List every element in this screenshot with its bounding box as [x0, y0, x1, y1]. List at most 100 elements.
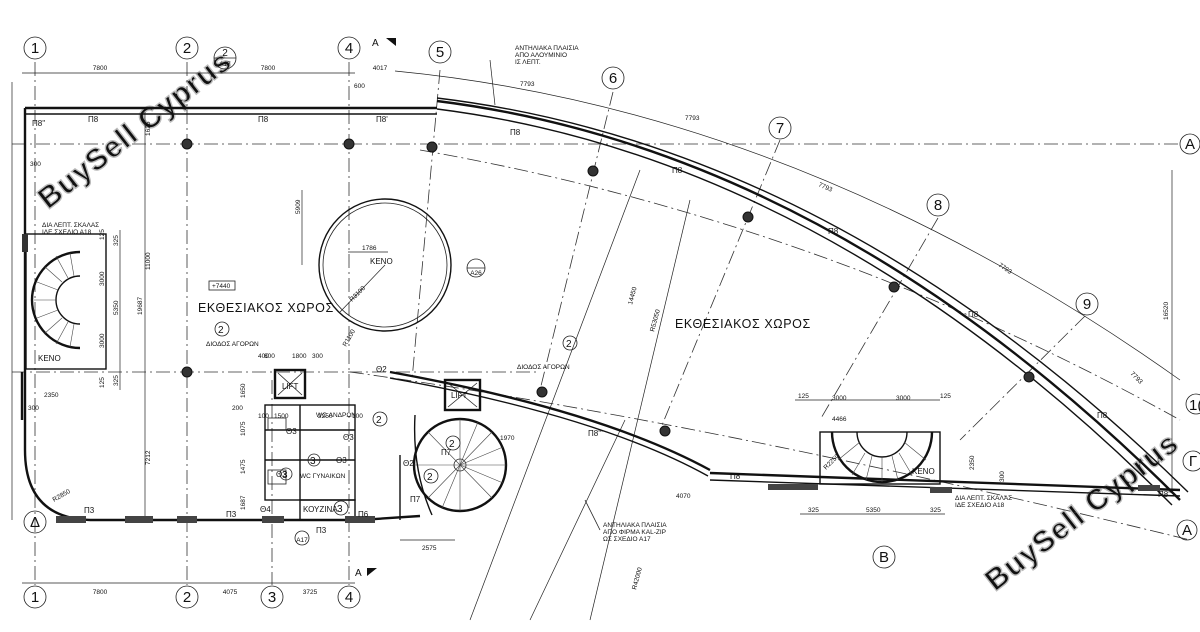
annotations: ΑΝΤΗΛΙΑΚΑ ΠΛΑΙΣΙΑ ΑΠΟ ΑΛΟΥΜΙΝΙΟ ΙΣ ΛΕΠΤ.…	[42, 45, 1012, 543]
grid-bubble-delta: Δ	[23, 510, 47, 534]
svg-text:Π8''': Π8'''	[730, 472, 745, 481]
svg-text:Π8: Π8	[828, 227, 839, 236]
svg-text:7212: 7212	[145, 450, 152, 465]
svg-text:3000: 3000	[99, 333, 106, 348]
svg-text:100: 100	[258, 413, 269, 420]
svg-text:1475: 1475	[240, 459, 247, 474]
grid-bubble-2-top: 2	[175, 36, 199, 60]
svg-text:325: 325	[808, 507, 819, 514]
svg-text:Α17: Α17	[296, 537, 308, 544]
svg-text:2: 2	[183, 589, 191, 606]
dimension-lines	[11, 59, 1181, 621]
level-mark: +7440	[212, 283, 231, 290]
svg-text:1970: 1970	[500, 435, 515, 442]
svg-text:4070: 4070	[676, 493, 691, 500]
svg-text:7: 7	[776, 120, 784, 137]
grid-bubble-8: 8	[926, 193, 950, 217]
svg-text:1650: 1650	[240, 383, 247, 398]
svg-text:Θ3: Θ3	[343, 433, 354, 442]
spiral-stair	[399, 414, 508, 520]
svg-text:Π8''': Π8'''	[588, 429, 603, 438]
svg-text:3000: 3000	[832, 395, 847, 402]
grid-bubble-B: B	[872, 545, 896, 569]
svg-text:3725: 3725	[303, 589, 318, 596]
svg-text:2: 2	[218, 325, 224, 336]
svg-text:3: 3	[337, 504, 343, 515]
svg-text:BuySell Cyprus: BuySell Cyprus	[32, 44, 238, 215]
grid-bubble-7: 7	[768, 116, 792, 140]
grid-bubble-9: 9	[1075, 292, 1099, 316]
svg-text:Γ: Γ	[1189, 453, 1197, 470]
svg-text:Π8: Π8	[88, 115, 99, 124]
svg-text:8: 8	[934, 197, 942, 214]
watermark-left: BuySell Cyprus	[31, 44, 238, 217]
right-stair	[819, 431, 941, 485]
svg-text:Θ3: Θ3	[276, 470, 287, 479]
kitchen-label: ΚΟΥΖΙΝΑ	[303, 505, 338, 514]
void-label-left-stair: ΚΕΝΟ	[38, 354, 61, 363]
svg-text:ΙΔΕ ΣΧΕΔΙΟ Α18: ΙΔΕ ΣΧΕΔΙΟ Α18	[42, 229, 92, 236]
svg-text:Δ: Δ	[30, 514, 40, 531]
svg-text:7793: 7793	[520, 81, 535, 88]
lift-label-right: LIFT	[451, 391, 468, 400]
svg-text:19687: 19687	[137, 297, 144, 315]
svg-text:325: 325	[930, 507, 941, 514]
svg-text:600: 600	[354, 83, 365, 90]
grid-bubble-4-bottom: 4	[337, 585, 361, 609]
svg-text:B: B	[879, 549, 889, 566]
svg-text:3000: 3000	[896, 395, 911, 402]
svg-text:4: 4	[345, 40, 353, 57]
svg-text:3: 3	[310, 456, 316, 467]
panel-codes: Π8'' Π8 Π8 Π8' Π8 Π8 Π8 Π8 Π8 Π8''' Π8''…	[32, 115, 1172, 535]
svg-text:2: 2	[449, 439, 455, 450]
section-mark-top: A	[372, 38, 379, 49]
void-circle	[318, 198, 452, 332]
svg-text:Π7: Π7	[410, 495, 421, 504]
svg-text:7800: 7800	[261, 65, 276, 72]
svg-text:Π8: Π8	[968, 310, 979, 319]
svg-text:300: 300	[28, 405, 39, 412]
void-label-circle: ΚΕΝΟ	[370, 257, 393, 266]
svg-text:100: 100	[352, 413, 363, 420]
svg-text:125: 125	[940, 393, 951, 400]
svg-text:ΑΠΟ ΑΛΟΥΜΙΝΙΟ: ΑΠΟ ΑΛΟΥΜΙΝΙΟ	[515, 52, 567, 59]
grid-bubble-10-partial: 1(	[1185, 393, 1200, 415]
void-label-right-stair: ΚΕΝΟ	[912, 467, 935, 476]
svg-text:R2850: R2850	[52, 488, 72, 504]
svg-text:R53050: R53050	[649, 308, 662, 332]
svg-text:4: 4	[345, 589, 353, 606]
grid-bubble-4-top: 4	[337, 36, 361, 60]
grid-bubble-3-bottom: 3	[260, 585, 284, 609]
svg-text:Θ2: Θ2	[376, 365, 387, 374]
svg-text:300: 300	[312, 353, 323, 360]
svg-text:3: 3	[268, 589, 276, 606]
grid-bubbles: 1 2 4 5 6 7 8 9 A A B Δ Γ 1( 1 2 3 4	[23, 36, 1200, 609]
escape-label-left: ΔΙΟΔΟΣ ΑΓΟΡΩΝ	[206, 341, 259, 348]
section-markers: A A	[355, 38, 396, 579]
grid-bubble-1-bottom: 1	[23, 585, 47, 609]
svg-text:5: 5	[436, 44, 444, 61]
svg-text:2: 2	[376, 415, 382, 426]
svg-text:Π8'': Π8''	[32, 119, 46, 128]
svg-text:2: 2	[427, 472, 433, 483]
svg-text:ΩΣ ΣΧΕΔΙΟ Α17: ΩΣ ΣΧΕΔΙΟ Α17	[603, 536, 651, 543]
svg-text:R1100: R1100	[342, 328, 358, 348]
svg-text:2250: 2250	[318, 413, 333, 420]
svg-text:7793: 7793	[685, 115, 700, 122]
svg-text:1: 1	[31, 40, 39, 57]
svg-text:2350: 2350	[44, 392, 59, 399]
escape-label-right: ΔΙΟΔΟΣ ΑΓΟΡΩΝ	[517, 364, 570, 371]
svg-text:ΔΙΑ ΛΕΠΤ. ΣΚΑΛΑΣ: ΔΙΑ ΛΕΠΤ. ΣΚΑΛΑΣ	[42, 222, 99, 229]
grid-bubble-1-top: 1	[23, 36, 47, 60]
svg-text:2: 2	[222, 48, 228, 59]
svg-text:4017: 4017	[373, 65, 388, 72]
svg-text:125: 125	[99, 229, 106, 240]
room-exhibition-right: ΕΚΘΕΣΙΑΚΟΣ ΧΩΡΟΣ	[675, 317, 811, 331]
lift-label-left: LIFT	[282, 382, 299, 391]
svg-text:7800: 7800	[93, 589, 108, 596]
svg-text:ΑΝΤΗΛΙΑΚΑ ΠΛΑΙΣΙΑ: ΑΝΤΗΛΙΑΚΑ ΠΛΑΙΣΙΑ	[603, 522, 667, 529]
svg-text:Π3: Π3	[84, 506, 95, 515]
svg-text:R42000: R42000	[631, 566, 644, 590]
svg-text:1075: 1075	[240, 421, 247, 436]
svg-text:Π3: Π3	[316, 526, 327, 535]
